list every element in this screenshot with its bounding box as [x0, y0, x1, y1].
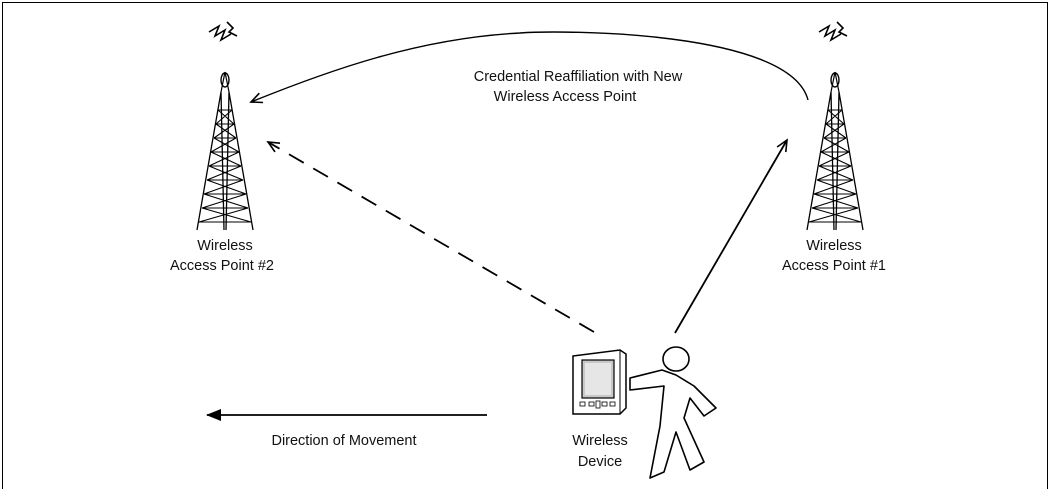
ap1-label-line2: Access Point #1	[782, 258, 886, 274]
pda-icon	[572, 349, 627, 415]
ap2-label-line2: Access Point #2	[170, 258, 274, 274]
reaffiliation-label-line1: Credential Reaffiliation with New	[474, 69, 683, 85]
walking-person-icon	[629, 346, 717, 479]
direction-label: Direction of Movement	[271, 433, 416, 449]
ap1-label-line1: Wireless	[806, 238, 862, 254]
reaffiliation-arrow	[249, 31, 809, 104]
access-point-2-tower-icon	[196, 21, 254, 231]
solid-arrow-to-ap1	[674, 138, 788, 334]
dashed-arrow-to-ap2	[266, 141, 595, 333]
device-label-line1: Wireless	[572, 433, 628, 449]
reaffiliation-label-line2: Wireless Access Point	[494, 89, 637, 105]
ap2-label-line1: Wireless	[197, 238, 253, 254]
access-point-1-tower-icon	[806, 21, 864, 231]
device-label-line2: Device	[578, 454, 622, 470]
